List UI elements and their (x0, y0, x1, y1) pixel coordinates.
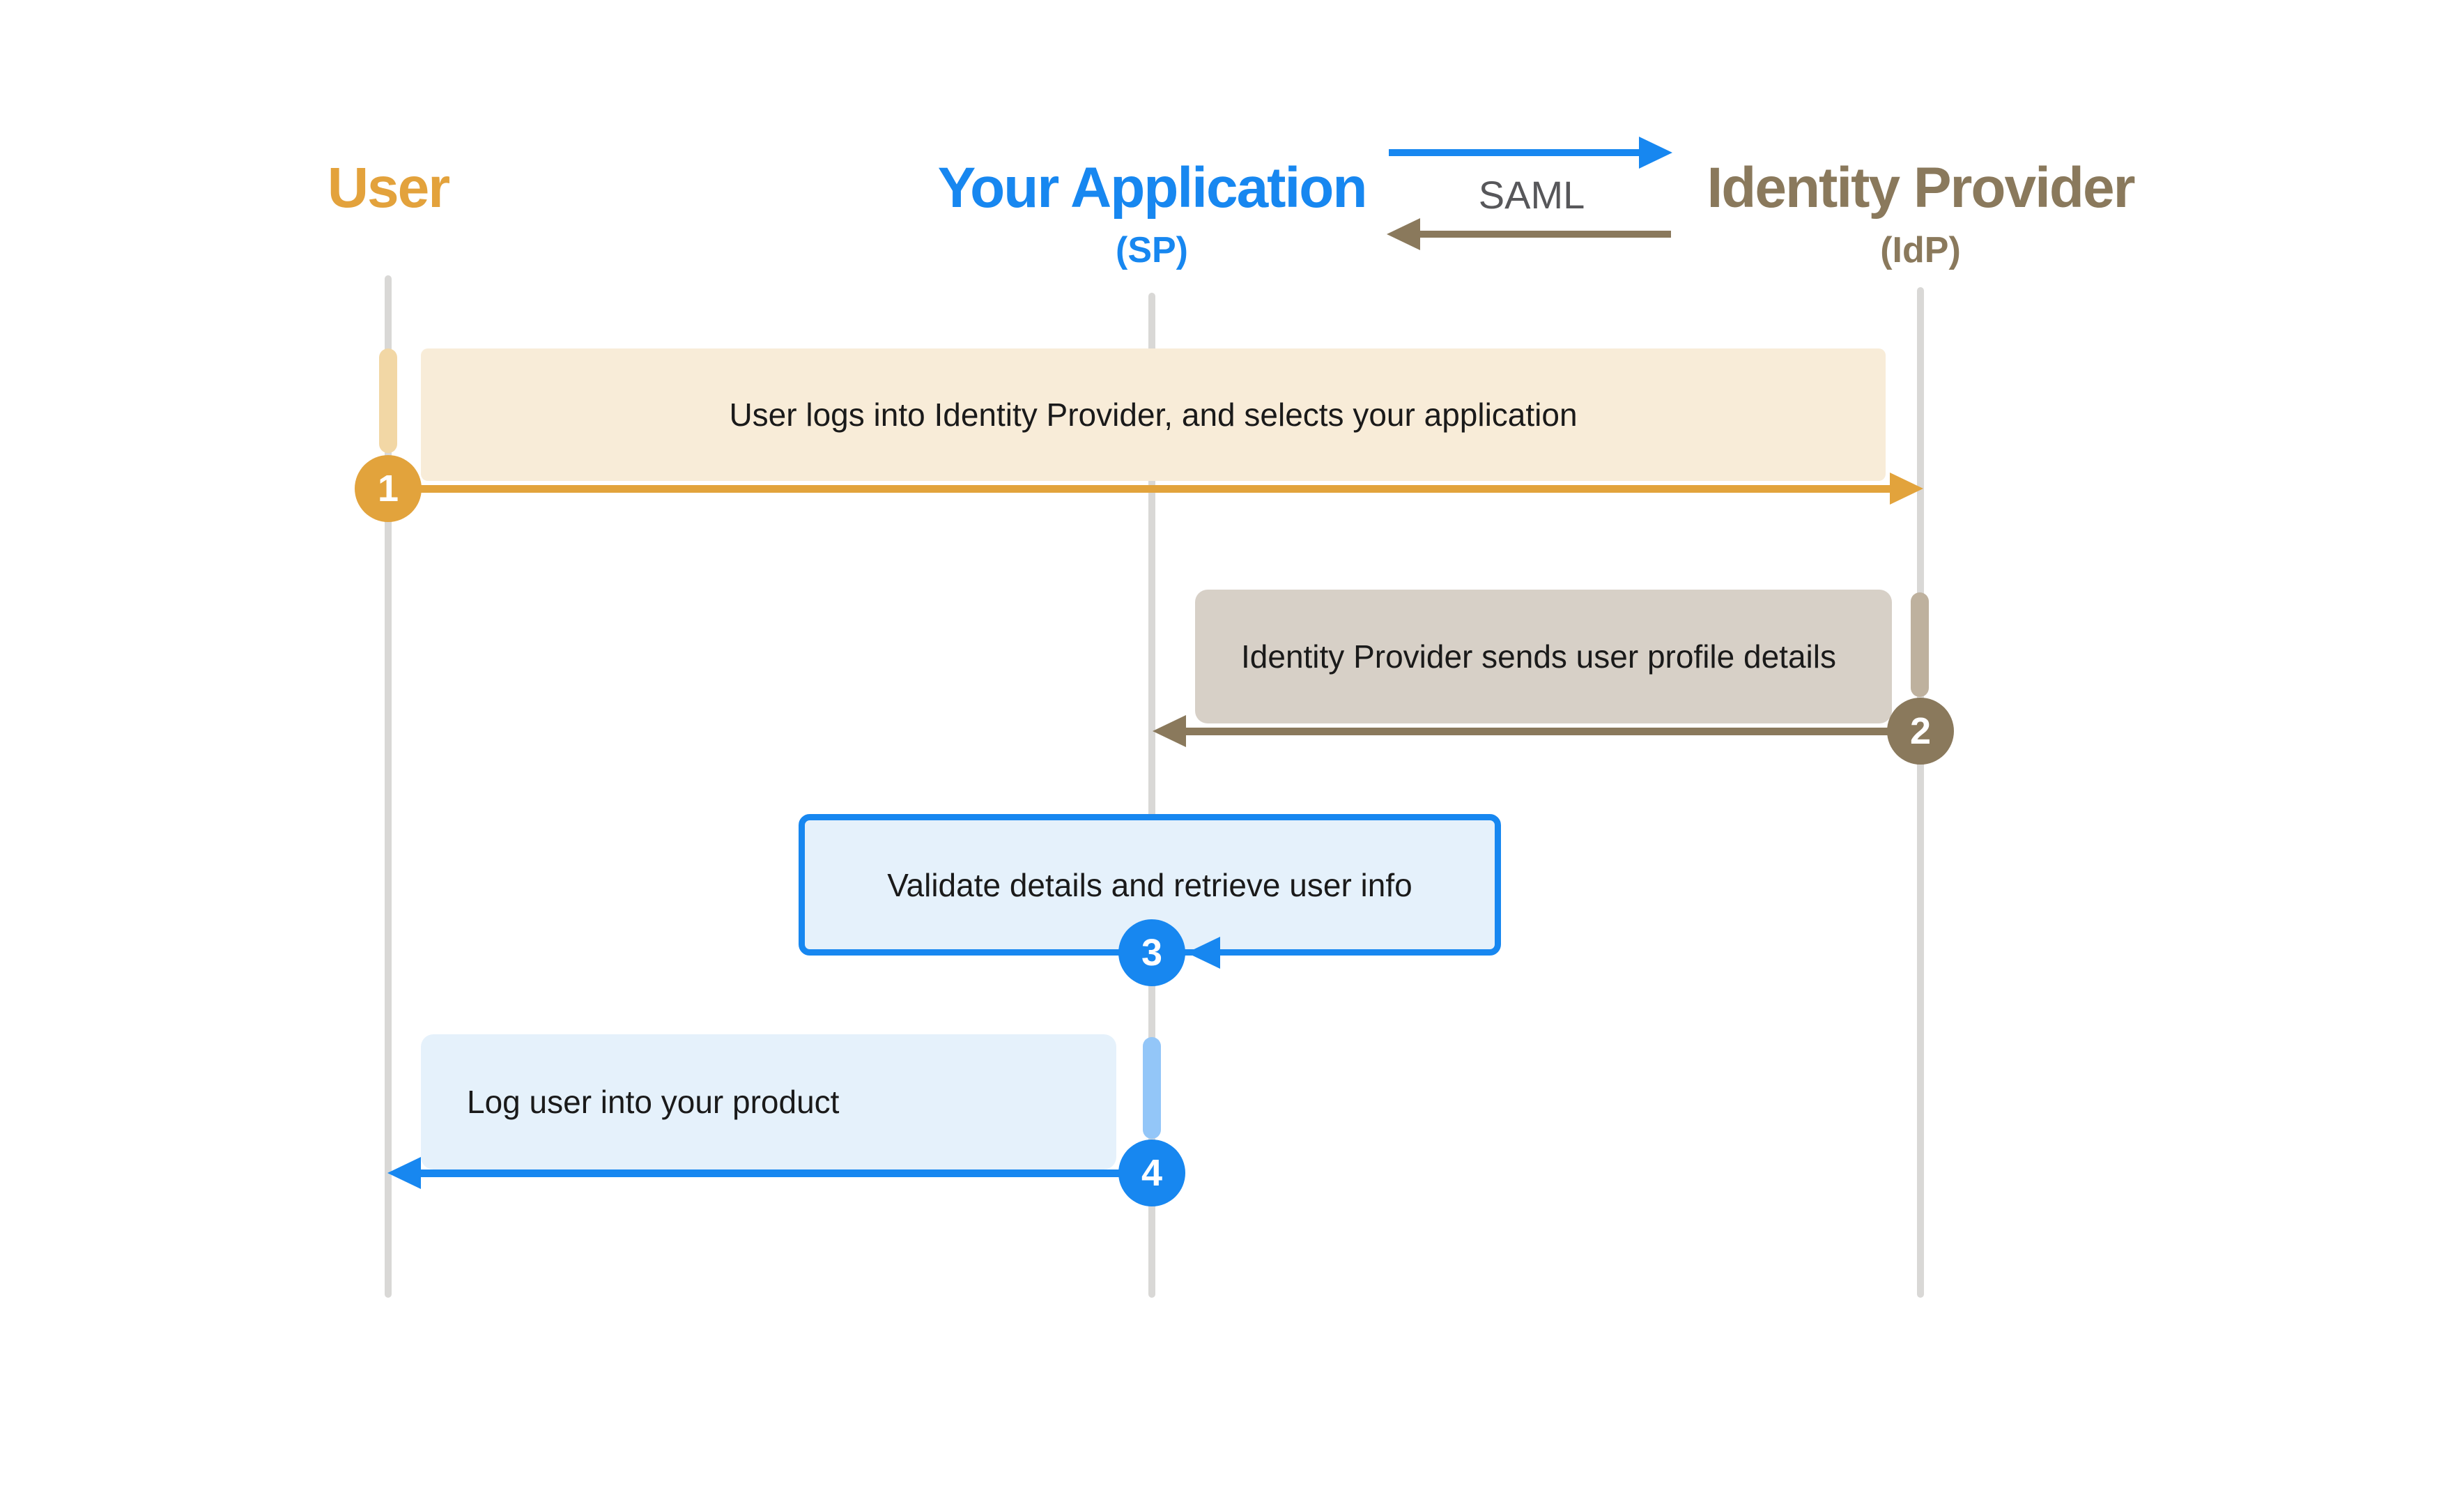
step-2-number: 2 (1909, 710, 1932, 752)
actor-user-label: User (327, 156, 450, 220)
saml-return-arrowhead-icon (1387, 218, 1420, 250)
step-4-number: 4 (1141, 1152, 1163, 1194)
idp-activation-bar (1911, 592, 1929, 697)
actor-application-label: Your Application (937, 156, 1368, 220)
saml-return-arrow-line (1419, 231, 1671, 238)
message-2-arrow-line (1185, 728, 1920, 735)
message-4-arrowhead-icon (387, 1157, 421, 1189)
message-4-box: Log user into your product (421, 1034, 1116, 1169)
step-3-badge: 3 (1118, 919, 1185, 986)
message-4-text: Log user into your product (467, 1084, 840, 1120)
actor-application-sublabel: (SP) (1116, 230, 1188, 270)
message-2-text: Identity Provider sends user profile det… (1241, 638, 1836, 675)
message-4-arrow-line (403, 1169, 1152, 1177)
application-lifeline (1148, 293, 1155, 1298)
message-3-text: Validate details and retrieve user info (887, 866, 1412, 903)
message-3-arrowhead-icon (1187, 937, 1220, 969)
message-2-box: Identity Provider sends user profile det… (1195, 590, 1892, 723)
identity-provider-lifeline (1917, 287, 1924, 1298)
message-1-arrow-line (390, 485, 1893, 493)
actor-user: User (144, 152, 632, 224)
step-4-badge: 4 (1118, 1140, 1185, 1206)
step-1-badge: 1 (355, 455, 422, 522)
message-1-box: User logs into Identity Provider, and se… (421, 348, 1886, 481)
saml-forward-arrowhead-icon (1639, 137, 1672, 169)
actor-identity-provider: Identity Provider (IdP) (1677, 152, 2164, 272)
application-activation-bar (1143, 1037, 1161, 1139)
user-activation-bar (379, 348, 397, 453)
step-3-number: 3 (1141, 932, 1163, 974)
actor-idp-sublabel: (IdP) (1880, 230, 1961, 270)
message-2-arrowhead-icon (1153, 715, 1186, 747)
saml-forward-arrow-line (1389, 149, 1641, 156)
message-1-text: User logs into Identity Provider, and se… (729, 397, 1578, 433)
user-lifeline (385, 275, 392, 1298)
message-1-arrowhead-icon (1890, 473, 1923, 505)
actor-your-application: Your Application (SP) (908, 152, 1396, 272)
actor-idp-label: Identity Provider (1707, 156, 2135, 220)
saml-label: SAML (1478, 173, 1585, 217)
step-2-badge: 2 (1887, 698, 1954, 765)
step-1-number: 1 (377, 468, 399, 509)
